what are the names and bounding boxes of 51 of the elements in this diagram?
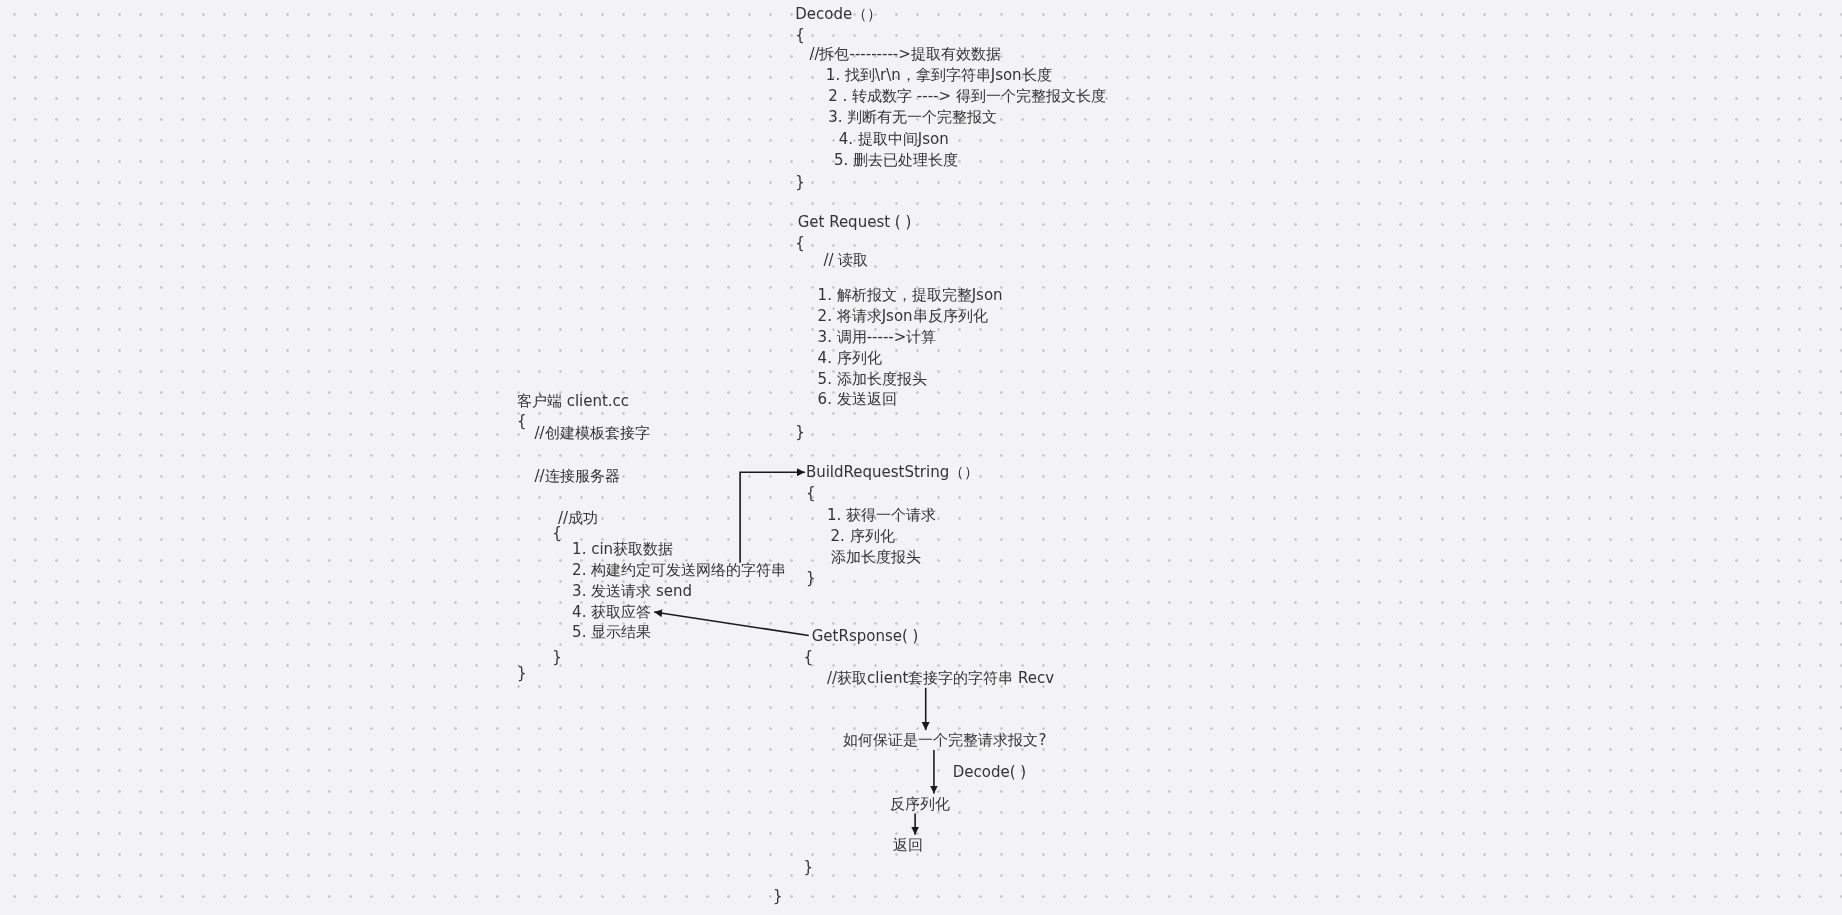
code-text: 5. 添加长度报头 — [817, 370, 927, 389]
code-text: 4. 提取中间Json — [838, 129, 949, 148]
code-text: //获取client套接字的字符串 Recv — [827, 668, 1055, 687]
brace: } — [795, 423, 805, 442]
arrow — [911, 812, 920, 836]
code-text: //拆包--------->提取有效数据 — [809, 45, 1001, 64]
arrow — [739, 468, 806, 564]
arrow — [929, 749, 938, 795]
brace: } — [516, 664, 527, 683]
brace: } — [803, 857, 814, 876]
code-text: BuildRequestString（） — [805, 463, 980, 482]
brace: } — [805, 568, 816, 587]
brace: } — [552, 647, 562, 666]
brace: } — [795, 173, 805, 192]
edge-label: Decode( ) — [952, 762, 1027, 781]
code-text: Decode（） — [795, 5, 883, 24]
code-text: 返回 — [892, 835, 923, 854]
code-text: 1. cin获取数据 — [572, 539, 674, 558]
code-text: 4. 获取应答 — [572, 603, 652, 622]
brace: { — [795, 26, 805, 45]
code-text: 客户端 client.cc — [516, 391, 630, 410]
code-text: GetRsponse( ) — [811, 626, 919, 645]
code-text: 3. 调用----->计算 — [817, 328, 937, 347]
brace: { — [795, 234, 805, 253]
code-text: 2. 序列化 — [830, 526, 895, 545]
code-text: 添加长度报头 — [830, 547, 921, 566]
code-text: //连接服务器 — [534, 466, 620, 485]
code-text: 2. 构建约定可发送网络的字符串 — [572, 560, 787, 579]
brace: { — [552, 524, 562, 543]
code-text: 1. 获得一个请求 — [827, 505, 937, 524]
code-text: 1. 解析报文，提取完整Json — [817, 285, 1003, 304]
code-text: 5. 删去已处理长度 — [834, 150, 959, 169]
brace: { — [805, 484, 816, 503]
code-text: 4. 序列化 — [817, 349, 882, 368]
code-text: 3. 判断有无一个完整报文 — [828, 108, 998, 127]
code-text: Get Request ( ) — [797, 213, 912, 231]
code-text: 5. 显示结果 — [572, 623, 652, 641]
code-text: //创建模板套接字 — [534, 424, 650, 443]
arrow — [921, 687, 930, 731]
brace: } — [772, 887, 783, 906]
code-text: 如何保证是一个完整请求报文? — [843, 731, 1047, 750]
code-text: 3. 发送请求 send — [572, 581, 692, 600]
code-text: 1. 找到\r\n，拿到字符串Json长度 — [825, 66, 1052, 85]
code-text: 反序列化 — [890, 794, 951, 813]
code-text: // 读取 — [823, 250, 869, 269]
brace: { — [516, 411, 527, 430]
brace: { — [803, 647, 814, 666]
arrow — [653, 609, 810, 637]
code-text: 2. 将请求Json串反序列化 — [817, 307, 988, 325]
code-text: 6. 发送返回 — [817, 390, 897, 409]
code-text: 2 . 转成数字 ----> 得到一个完整报文长度 — [828, 87, 1106, 106]
